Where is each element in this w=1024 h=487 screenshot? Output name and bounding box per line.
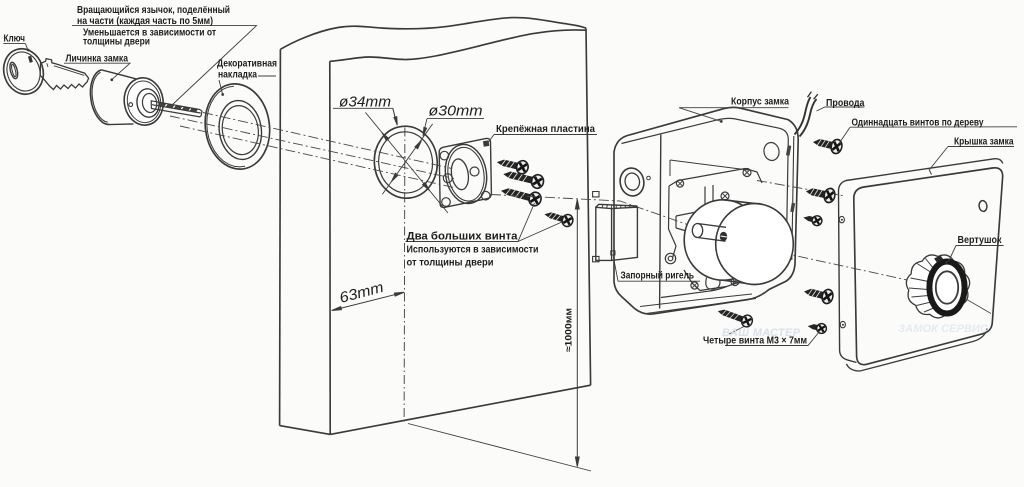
svg-text:≈1000мм: ≈1000мм xyxy=(564,308,575,352)
svg-text:Уменьшается в зависимости от: Уменьшается в зависимости от xyxy=(83,28,216,39)
svg-text:Два больших винта: Два больших винта xyxy=(407,231,519,243)
svg-text:ø34mm: ø34mm xyxy=(339,94,391,111)
svg-text:Корпус замка: Корпус замка xyxy=(731,97,789,108)
svg-text:Ключ: Ключ xyxy=(4,34,26,45)
svg-text:Декоративная: Декоративная xyxy=(217,59,277,70)
svg-text:Одиннадцать винтов по дереву: Одиннадцать винтов по дереву xyxy=(852,118,984,129)
svg-text:Крепёжная пластина: Крепёжная пластина xyxy=(496,124,595,135)
svg-text:Четыре винта М3 × 7мм: Четыре винта М3 × 7мм xyxy=(703,336,807,347)
svg-text:Используются в зависимости: Используются в зависимости xyxy=(407,245,539,256)
svg-text:толщины двери: толщины двери xyxy=(83,37,150,48)
svg-text:Провода: Провода xyxy=(826,98,865,109)
svg-text:от толщины двери: от толщины двери xyxy=(407,258,494,269)
svg-text:накладка: накладка xyxy=(218,70,257,81)
svg-text:Личинка замка: Личинка замка xyxy=(66,54,129,65)
svg-text:ВАШ МАСТЕР: ВАШ МАСТЕР xyxy=(722,327,801,339)
svg-text:ЗАМОК СЕРВИС: ЗАМОК СЕРВИС xyxy=(898,323,989,335)
svg-text:Крышка замка: Крышка замка xyxy=(954,137,1014,148)
svg-text:на части (каждая часть по 5мм): на части (каждая часть по 5мм) xyxy=(77,16,213,27)
svg-text:ø30mm: ø30mm xyxy=(429,103,483,120)
svg-text:Вращающийся язычок, поделённый: Вращающийся язычок, поделённый xyxy=(77,5,230,16)
svg-text:Запорный ригель: Запорный ригель xyxy=(621,271,695,282)
svg-text:Вертушок: Вертушок xyxy=(958,235,1003,246)
